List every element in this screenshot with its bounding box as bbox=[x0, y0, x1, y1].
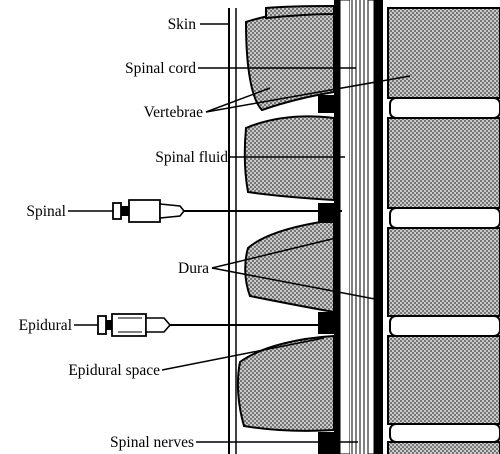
disc-4 bbox=[390, 424, 500, 442]
spinal-syringe bbox=[113, 200, 342, 222]
label-epidural-space: Epidural space bbox=[68, 362, 160, 379]
labels: Skin Spinal cord Vertebrae Spinal fluid … bbox=[19, 16, 229, 451]
vertebra-process-3 bbox=[245, 220, 334, 312]
vertebral-body-4 bbox=[388, 336, 500, 424]
vertebra-process-1 bbox=[246, 8, 334, 110]
label-spinal-nerves: Spinal nerves bbox=[110, 434, 194, 451]
label-spinal-fluid: Spinal fluid bbox=[155, 149, 228, 166]
label-epidural: Epidural bbox=[19, 317, 72, 334]
vertebra-process-2 bbox=[245, 116, 334, 200]
label-dura: Dura bbox=[178, 260, 209, 277]
vertebral-bodies bbox=[388, 8, 500, 454]
label-spinal-cord: Spinal cord bbox=[125, 60, 196, 77]
epidural-syringe bbox=[98, 314, 326, 336]
label-vertebrae: Vertebrae bbox=[144, 104, 203, 121]
disc-1 bbox=[390, 98, 500, 118]
label-spinal: Spinal bbox=[26, 203, 66, 220]
disc-3 bbox=[390, 316, 500, 336]
vertebral-body-2 bbox=[388, 118, 500, 208]
disc-2 bbox=[390, 208, 500, 228]
vertebral-body-3 bbox=[388, 228, 500, 316]
label-skin: Skin bbox=[168, 16, 197, 33]
vertebra-process-4 bbox=[238, 336, 334, 431]
vertebral-body-1 bbox=[388, 8, 500, 98]
vertebral-body-5 bbox=[388, 442, 500, 454]
skin-layer bbox=[229, 8, 236, 454]
